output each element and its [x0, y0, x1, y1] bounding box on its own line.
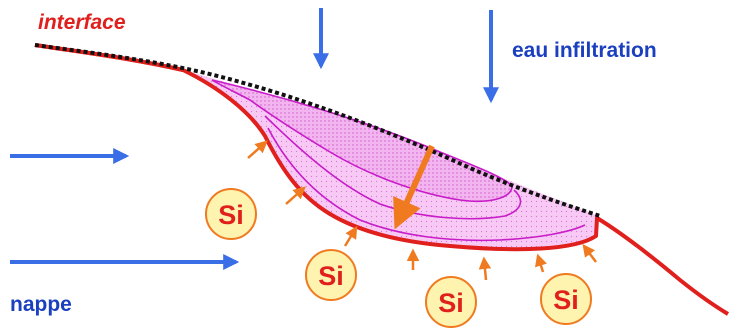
small-arrow-icon [582, 244, 597, 263]
main-flow-arrow [393, 144, 435, 230]
infiltration-label: eau infiltration [512, 39, 657, 62]
si-bubble: Si [205, 188, 257, 240]
small-arrow-icon [285, 186, 306, 205]
si-label: Si [553, 285, 579, 315]
small-arrow-icon [343, 225, 358, 247]
si-label: Si [318, 261, 344, 291]
si-bubble: Si [305, 249, 357, 301]
small-arrow-icon [535, 253, 547, 273]
lens-upper [211, 79, 513, 203]
si-bubble: Si [425, 276, 477, 328]
interface-line [34, 43, 601, 218]
si-label: Si [218, 200, 244, 230]
si-label: Si [438, 288, 464, 318]
small-arrow-icon [247, 140, 268, 159]
interface-label: interface [38, 11, 126, 34]
small-arrow-icon [478, 256, 492, 281]
si-bubble: Si [540, 273, 592, 325]
nappe-label: nappe [10, 293, 72, 316]
lens-lower [267, 127, 586, 242]
